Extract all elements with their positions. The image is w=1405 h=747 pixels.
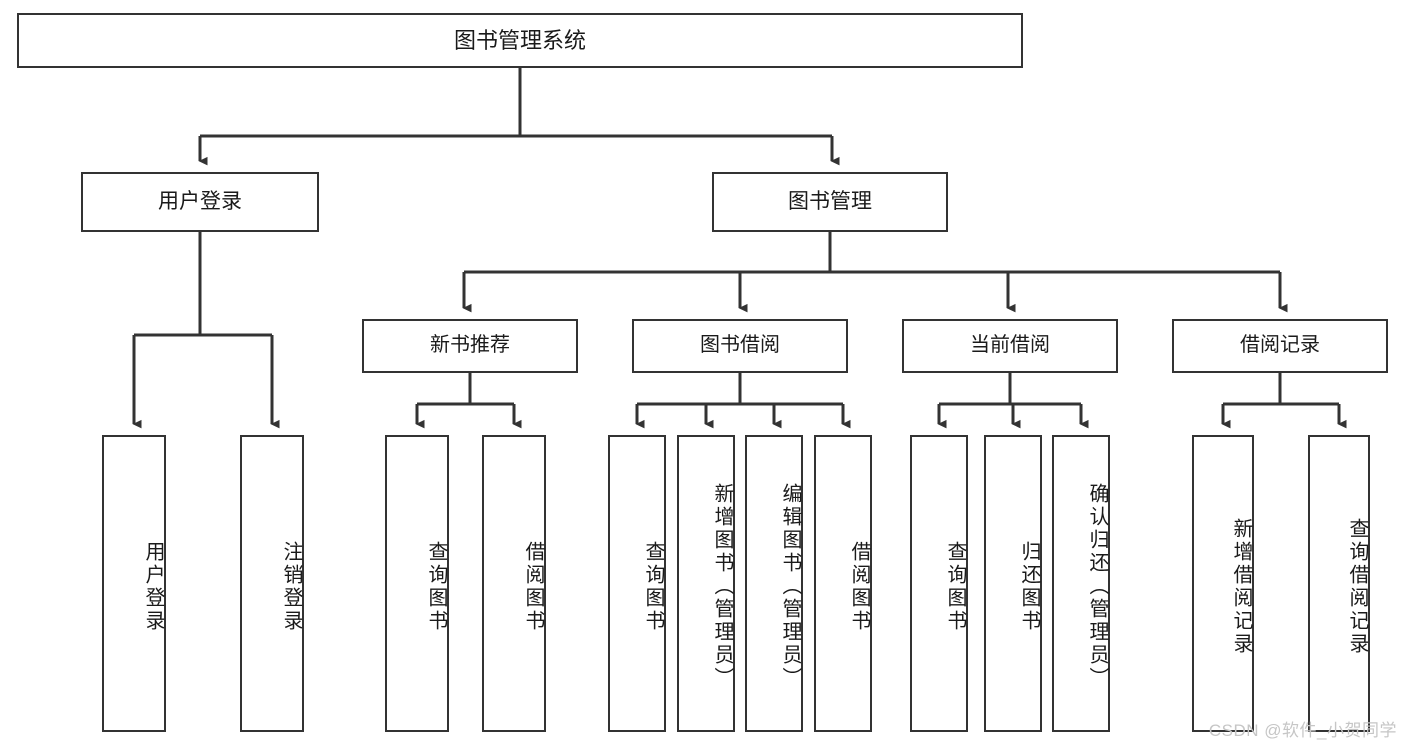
node-current-borrow[interactable]: 当前借阅 bbox=[902, 319, 1118, 373]
node-borrow-record[interactable]: 借阅记录 bbox=[1172, 319, 1388, 373]
node-label: 当前借阅 bbox=[970, 334, 1050, 357]
node-label: 新书推荐 bbox=[430, 334, 510, 357]
node-leaf-borrow-book-recommend[interactable]: 借阅图书 bbox=[482, 435, 546, 732]
node-leaf-confirm-return[interactable]: 确认归还（管理员） bbox=[1052, 435, 1110, 732]
node-book-borrow[interactable]: 图书借阅 bbox=[632, 319, 848, 373]
node-label: 借阅记录 bbox=[1240, 334, 1320, 357]
node-label: 新增借阅记录 bbox=[1230, 517, 1252, 656]
node-leaf-user-login[interactable]: 用户登录 bbox=[102, 435, 166, 732]
node-leaf-add-book[interactable]: 新增图书（管理员） bbox=[677, 435, 735, 732]
node-leaf-logout[interactable]: 注销登录 bbox=[240, 435, 304, 732]
csdn-watermark: CSDN @软件_小贺同学 bbox=[1208, 721, 1397, 740]
node-label: 查询图书 bbox=[944, 540, 966, 633]
node-leaf-query-book-borrow[interactable]: 查询图书 bbox=[608, 435, 666, 732]
node-label: 图书借阅 bbox=[700, 334, 780, 357]
node-leaf-add-borrow-record[interactable]: 新增借阅记录 bbox=[1192, 435, 1254, 732]
node-label: 确认归还（管理员） bbox=[1086, 483, 1108, 690]
node-label: 查询借阅记录 bbox=[1346, 517, 1368, 656]
node-label: 新增图书（管理员） bbox=[711, 483, 733, 690]
node-label: 用户登录 bbox=[142, 540, 164, 633]
node-label: 查询图书 bbox=[642, 540, 664, 633]
node-user-login[interactable]: 用户登录 bbox=[81, 172, 319, 232]
node-label: 图书管理 bbox=[788, 189, 872, 213]
node-leaf-borrow-book[interactable]: 借阅图书 bbox=[814, 435, 872, 732]
node-label: 借阅图书 bbox=[848, 540, 870, 633]
node-label: 借阅图书 bbox=[522, 540, 544, 633]
node-label: 编辑图书（管理员） bbox=[779, 483, 801, 690]
node-leaf-query-borrow-record[interactable]: 查询借阅记录 bbox=[1308, 435, 1370, 732]
node-label: 图书管理系统 bbox=[453, 27, 586, 53]
node-leaf-return-book[interactable]: 归还图书 bbox=[984, 435, 1042, 732]
node-leaf-query-book-recommend[interactable]: 查询图书 bbox=[385, 435, 449, 732]
node-leaf-query-book-current[interactable]: 查询图书 bbox=[910, 435, 968, 732]
node-book-management-system[interactable]: 图书管理系统 bbox=[17, 13, 1023, 68]
node-book-manage[interactable]: 图书管理 bbox=[712, 172, 948, 232]
node-leaf-edit-book[interactable]: 编辑图书（管理员） bbox=[745, 435, 803, 732]
node-label: 注销登录 bbox=[280, 540, 302, 633]
node-label: 查询图书 bbox=[425, 540, 447, 633]
node-new-book-recommend[interactable]: 新书推荐 bbox=[362, 319, 578, 373]
node-label: 用户登录 bbox=[158, 189, 242, 213]
node-label: 归还图书 bbox=[1018, 540, 1040, 633]
